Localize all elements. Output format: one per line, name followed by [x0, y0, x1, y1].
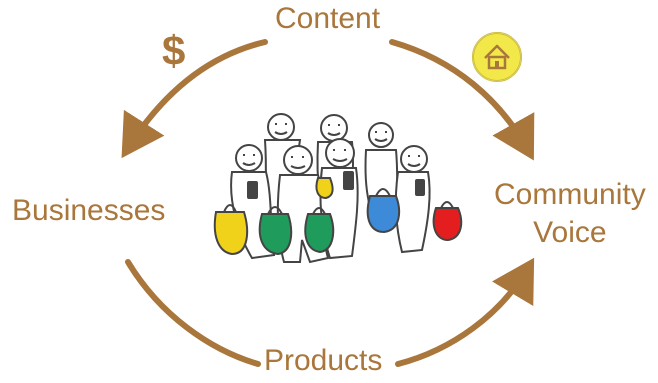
shopping-bag-yellow: [213, 211, 249, 256]
dollar-icon: $: [162, 27, 186, 74]
node-products: Products: [264, 344, 383, 377]
node-businesses: Businesses: [12, 194, 166, 227]
node-community-line1: Community: [494, 178, 646, 211]
home-badge-icon: [472, 32, 522, 82]
arrow-content-to-community: [389, 39, 535, 161]
crowd-illustration: [213, 113, 463, 264]
node-community-line2: Voice: [533, 216, 607, 249]
node-content: Content: [275, 2, 381, 35]
node-community-voice: Community Voice: [494, 176, 646, 252]
shopping-bag-green: [304, 213, 335, 254]
arrow-content-to-businesses: [121, 39, 268, 159]
shopping-bag-blue: [366, 195, 401, 234]
shopping-bag-red: [432, 207, 463, 242]
person-figure: [394, 145, 431, 254]
arrow-products-to-community: [395, 257, 535, 367]
shopping-bag-green: [258, 213, 293, 256]
shopping-bag-yellow-small: [315, 177, 334, 200]
arc-businesses-to-products: [125, 259, 261, 367]
